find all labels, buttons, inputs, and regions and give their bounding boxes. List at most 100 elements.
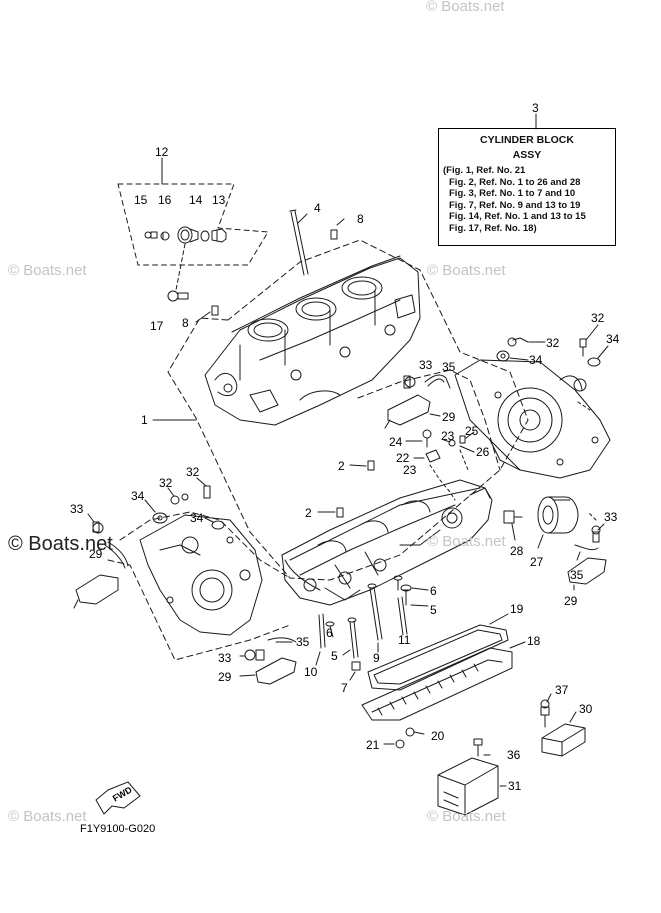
callout-37[interactable]: 37 <box>555 683 569 697</box>
callout-33[interactable]: 33 <box>70 502 84 516</box>
callout-34[interactable]: 34 <box>190 511 204 525</box>
oring-14 <box>200 230 210 242</box>
info-box-ref: Fig. 2, Ref. No. 1 to 26 and 28 <box>449 176 581 188</box>
callout-2[interactable]: 2 <box>305 506 312 520</box>
bolt-33-lowerleft <box>244 649 265 661</box>
callout-4[interactable]: 4 <box>314 201 321 215</box>
watermark: © Boats.net <box>8 808 87 825</box>
info-box-ref: Fig. 3, Ref. No. 1 to 7 and 10 <box>449 188 576 199</box>
callout-32[interactable]: 32 <box>186 465 200 479</box>
fitting-22 <box>425 449 441 463</box>
callout-34[interactable]: 34 <box>529 353 543 367</box>
assembly-1-boundary <box>167 239 529 581</box>
watermark: © Boats.net <box>427 808 506 825</box>
callout-31[interactable]: 31 <box>508 779 522 793</box>
callout-3[interactable]: 3 <box>532 101 539 115</box>
callout-35[interactable]: 35 <box>296 635 310 649</box>
callout-30[interactable]: 30 <box>579 702 593 716</box>
callout-21[interactable]: 21 <box>366 738 380 752</box>
callout-12[interactable]: 12 <box>155 145 169 159</box>
callout-15[interactable]: 15 <box>134 193 148 207</box>
hose-35-lowerleft <box>267 637 297 643</box>
info-box-ref: Fig. 14, Ref. No. 1 and 13 to 15 <box>449 211 586 222</box>
fitting-16 <box>160 231 170 241</box>
fitting-23a <box>443 439 456 447</box>
bolt-24 <box>422 429 432 448</box>
callout-8[interactable]: 8 <box>182 316 189 330</box>
callout-1[interactable]: 1 <box>141 413 148 427</box>
dowel-pin-8b <box>211 305 219 316</box>
upper-crankcase-part <box>204 255 421 426</box>
callout-6[interactable]: 6 <box>430 584 437 598</box>
callout-8[interactable]: 8 <box>357 212 364 226</box>
callout-18[interactable]: 18 <box>527 634 541 648</box>
callout-2[interactable]: 2 <box>338 459 345 473</box>
bolt-6b <box>325 621 335 638</box>
callout-22[interactable]: 22 <box>396 451 410 465</box>
callout-32[interactable]: 32 <box>546 336 560 350</box>
bolt-5a <box>400 584 412 606</box>
info-box-ref-list: (Fig. 1, Ref. No. 21 Fig. 2, Ref. No. 1 … <box>443 165 609 234</box>
callout-19[interactable]: 19 <box>510 602 524 616</box>
watermark: © Boats.net <box>8 533 113 555</box>
info-box-ref: Fig. 7, Ref. No. 9 and 13 to 19 <box>449 199 581 211</box>
info-box-ref: (Fig. 1, Ref. No. 21 <box>443 165 526 176</box>
callout-16[interactable]: 16 <box>158 193 172 207</box>
callout-20[interactable]: 20 <box>431 729 445 743</box>
washer-34-ur <box>496 350 510 362</box>
callout-32[interactable]: 32 <box>591 311 605 325</box>
callout-34[interactable]: 34 <box>131 489 145 503</box>
bolt-5b <box>347 617 359 659</box>
watermark: © Boats.net <box>427 533 506 550</box>
callout-5[interactable]: 5 <box>430 603 437 617</box>
callout-33[interactable]: 33 <box>419 358 433 372</box>
callout-29[interactable]: 29 <box>442 410 456 424</box>
callout-5[interactable]: 5 <box>331 649 338 663</box>
left-crankcase-cover-part <box>139 514 263 636</box>
bracket-30 <box>541 723 586 757</box>
callout-13[interactable]: 13 <box>212 193 226 207</box>
bolt-32-ur-a <box>507 337 529 347</box>
fwd-arrow-shape <box>95 781 141 815</box>
callout-10[interactable]: 10 <box>304 665 318 679</box>
bolt-21 <box>395 739 405 749</box>
callout-33[interactable]: 33 <box>604 510 618 524</box>
dowel-pin-2b <box>336 507 344 518</box>
callout-35[interactable]: 35 <box>570 568 584 582</box>
callout-11[interactable]: 11 <box>398 633 411 647</box>
info-box-title-line1: CYLINDER BLOCK <box>480 134 574 146</box>
block-31 <box>437 757 499 816</box>
dowel-pin-8a <box>330 229 338 240</box>
fitting-13 <box>211 228 227 243</box>
callout-24[interactable]: 24 <box>389 435 403 449</box>
group-12-boundary <box>117 183 269 266</box>
callout-7[interactable]: 7 <box>341 681 348 695</box>
callout-23[interactable]: 23 <box>441 429 455 443</box>
callout-33[interactable]: 33 <box>218 651 232 665</box>
callout-25[interactable]: 25 <box>465 424 479 438</box>
callout-6[interactable]: 6 <box>326 626 333 640</box>
callout-29[interactable]: 29 <box>564 594 578 608</box>
callout-9[interactable]: 9 <box>373 651 380 665</box>
bracket-29-upper <box>384 394 431 429</box>
callout-35[interactable]: 35 <box>442 360 456 374</box>
callout-32[interactable]: 32 <box>159 476 173 490</box>
callout-14[interactable]: 14 <box>189 193 203 207</box>
callout-34[interactable]: 34 <box>606 332 620 346</box>
fitting-15 <box>144 231 158 239</box>
oil-filter-27 <box>537 496 579 534</box>
diagram-code: F1Y9100-G020 <box>80 823 156 835</box>
callout-23[interactable]: 23 <box>403 463 417 477</box>
callout-36[interactable]: 36 <box>507 748 521 762</box>
bracket-29-lowerleft <box>255 657 297 685</box>
callout-29[interactable]: 29 <box>218 670 232 684</box>
callout-28[interactable]: 28 <box>510 544 524 558</box>
callout-17[interactable]: 17 <box>150 319 164 333</box>
callout-27[interactable]: 27 <box>530 555 544 569</box>
callout-29[interactable]: 29 <box>89 547 103 561</box>
callout-26[interactable]: 26 <box>476 445 490 459</box>
bolt-17 <box>167 290 189 302</box>
right-crankcase-cover-part <box>454 359 611 479</box>
gasket-19 <box>367 624 509 691</box>
bolt-32-left <box>181 485 211 501</box>
